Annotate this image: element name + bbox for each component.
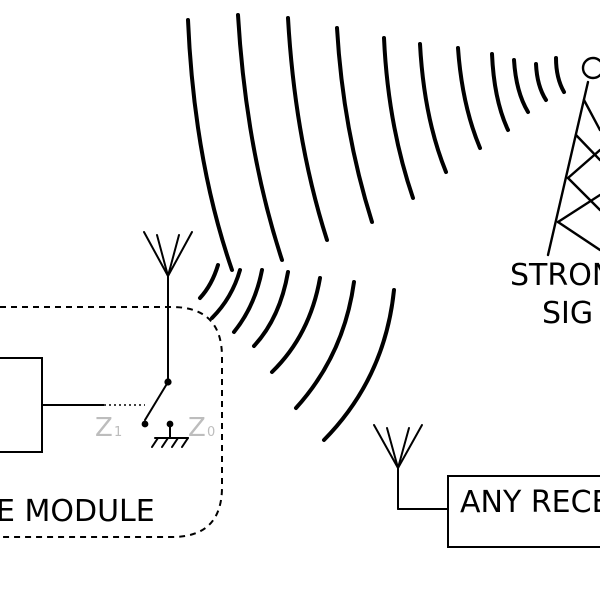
module-wave-arc-1 [198, 263, 220, 300]
tower-brace-6 [556, 220, 600, 252]
z1-label: Z [95, 413, 113, 443]
transmission-tower [546, 56, 600, 257]
receiver-label: ANY RECE [460, 485, 600, 520]
z0-subscript: 0 [207, 425, 215, 440]
tower-leg-left [546, 80, 590, 257]
receiver-antenna-icon [373, 424, 449, 510]
antenna-switch [141, 378, 174, 428]
module-label: E MODULE [0, 494, 155, 529]
tower-wave-arc-11 [554, 56, 566, 94]
tower-wave-arc-5 [382, 36, 415, 200]
module-wave-arc-6 [294, 280, 356, 410]
tower-wave-arc-10 [534, 62, 548, 102]
tower-brace-4 [566, 176, 600, 212]
tower-wave-arc-7 [456, 46, 482, 150]
module-wave-arc-4 [252, 270, 290, 348]
tower-wave-arc-6 [418, 42, 448, 174]
module-enclosure [0, 306, 223, 538]
module-antenna-icon [143, 231, 193, 383]
tower-wave-arcs [186, 13, 566, 272]
module-block [0, 357, 43, 453]
receiver-box [447, 475, 600, 548]
tower-brace-3 [566, 148, 600, 180]
tower-brace-5 [556, 193, 600, 224]
module-wave-arc-2 [210, 268, 242, 320]
module-wave-arc-7 [322, 288, 396, 442]
tower-wave-arc-3 [286, 16, 329, 242]
tower-wave-arc-9 [512, 58, 530, 114]
tower-brace-2 [574, 133, 600, 162]
module-wave-arc-5 [270, 276, 322, 374]
ground-icon [151, 423, 189, 448]
tower-wave-arc-2 [236, 13, 284, 262]
tower-top-beacon [581, 56, 600, 80]
tower-wave-arc-1 [186, 18, 234, 272]
tower-label-line2: SIG [542, 296, 593, 331]
module-wave-arcs [198, 263, 396, 442]
tower-wave-arc-4 [335, 26, 374, 224]
tower-wave-arc-8 [490, 52, 510, 132]
z1-subscript: 1 [114, 425, 122, 440]
module-wave-arc-3 [232, 268, 264, 334]
tower-brace-1 [582, 98, 600, 132]
tower-label-line1: STRON [510, 258, 600, 293]
z0-label: Z [188, 413, 206, 443]
